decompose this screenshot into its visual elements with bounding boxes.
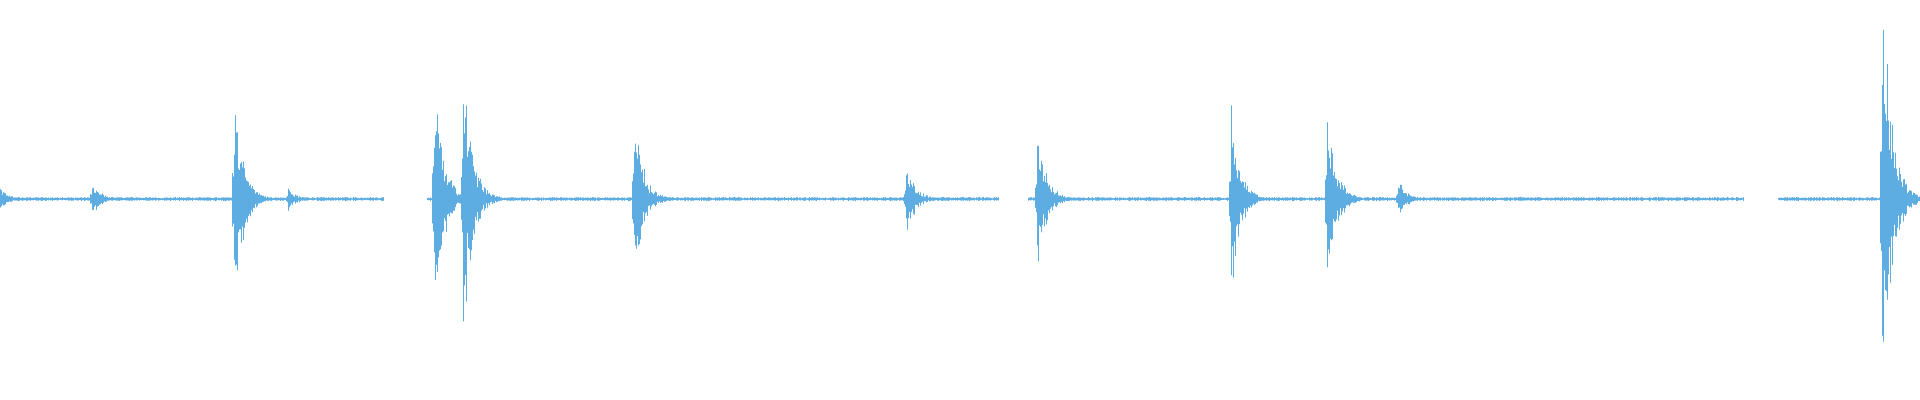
waveform-bars — [0, 29, 1920, 342]
